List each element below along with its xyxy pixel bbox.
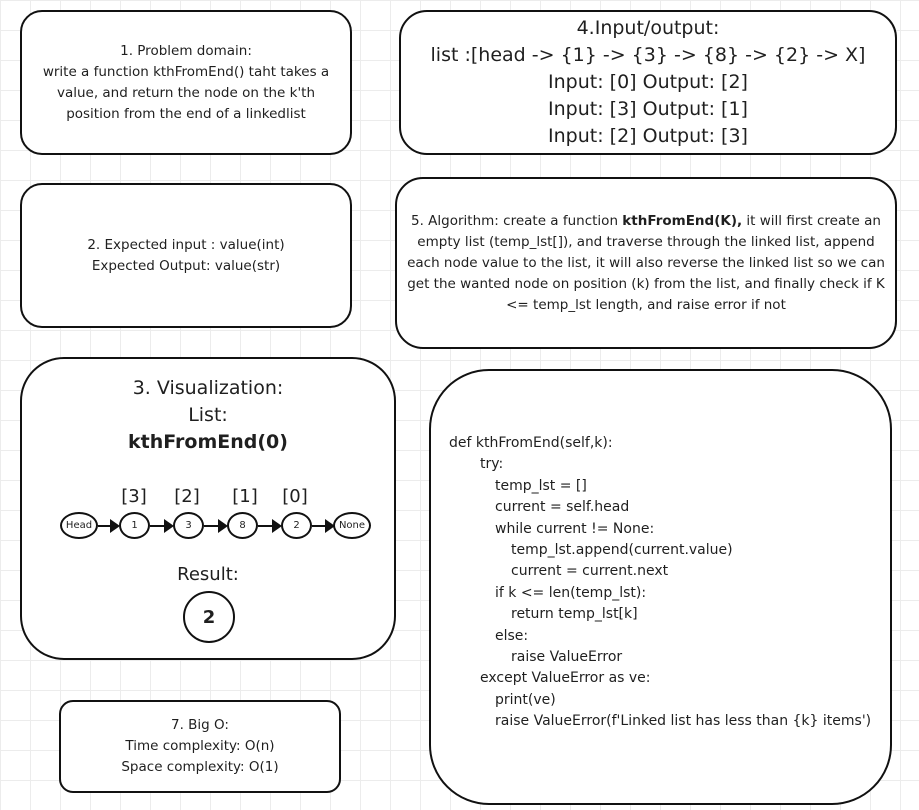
problem-domain-line: position from the end of a linkedlist [66,105,306,122]
expected-io-box: 2. Expected input : value(int) Expected … [20,183,352,328]
input-output-title: 4.Input/output: [576,17,720,39]
algorithm-prefix: 5. Algorithm: create a function [411,212,623,229]
code-line: return temp_lst[k] [511,606,638,623]
algorithm-text: 5. Algorithm: create a function kthFromE… [405,211,887,316]
code-box: def kthFromEnd(self,k): try: temp_lst = … [429,369,892,805]
big-o-title: 7. Big O: [171,717,229,733]
code-line: print(ve) [495,691,556,708]
list-node: 3 [173,512,204,539]
arrow-icon [98,519,120,533]
visualization-subtitle: List: [188,404,228,426]
code-line: while current != None: [495,520,655,537]
code-line: except ValueError as ve: [480,670,651,687]
list-node: 8 [227,512,258,539]
code-line: current = self.head [495,499,630,516]
visualization-call: kthFromEnd(0) [128,431,288,453]
code-line: try: [480,456,504,473]
list-node: 1 [119,512,150,539]
index-label: [3] [121,486,147,507]
problem-domain-title: 1. Problem domain: [120,42,252,59]
arrow-icon [312,519,335,533]
code-line: current = current.next [511,563,669,580]
linked-list-diagram: Head 1 3 8 2 None [22,509,394,543]
time-complexity: Time complexity: O(n) [125,738,275,754]
code-line: if k <= len(temp_lst): [495,584,647,601]
code-line: def kthFromEnd(self,k): [449,435,613,451]
input-output-list: list :[head -> {1} -> {3} -> {8} -> {2} … [430,44,866,66]
input-output-example: Input: [3] Output: [1] [548,98,748,120]
visualization-title: 3. Visualization: [132,377,284,399]
input-output-example: Input: [2] Output: [3] [548,125,748,147]
algorithm-description: it will first create an empty list (temp… [407,212,885,313]
visualization-box: 3. Visualization: List: kthFromEnd(0) [3… [20,357,396,660]
input-output-example: Input: [0] Output: [2] [548,71,748,93]
code-line: temp_lst = [] [495,477,587,494]
arrow-icon [204,519,228,533]
algorithm-function-name: kthFromEnd(K), [622,212,743,229]
problem-domain-line: value, and return the node on the k'th [56,84,316,101]
result-value: 2 [183,591,235,643]
input-output-box: 4.Input/output: list :[head -> {1} -> {3… [399,10,897,155]
expected-output: Expected Output: value(str) [91,257,281,274]
index-labels: [3] [2] [1] [0] [22,483,394,507]
algorithm-box: 5. Algorithm: create a function kthFromE… [395,177,897,349]
arrow-icon [150,519,174,533]
big-o-box: 7. Big O: Time complexity: O(n) Space co… [59,700,341,793]
code-line: raise ValueError [511,649,623,666]
list-node-head: Head [60,512,98,539]
code-line: else: [495,627,529,644]
list-node: 2 [281,512,312,539]
result-label: Result: [177,564,239,585]
index-label: [2] [174,486,200,507]
code-line: temp_lst.append(current.value) [511,542,733,559]
problem-domain-box: 1. Problem domain: write a function kthF… [20,10,352,155]
index-label: [0] [282,486,308,507]
list-node-none: None [333,512,371,539]
index-label: [1] [232,486,258,507]
space-complexity: Space complexity: O(1) [121,759,279,775]
arrow-icon [258,519,282,533]
expected-input: 2. Expected input : value(int) [87,236,285,253]
code-line: raise ValueError(f'Linked list has less … [495,713,872,730]
problem-domain-line: write a function kthFromEnd() taht takes… [42,63,330,80]
